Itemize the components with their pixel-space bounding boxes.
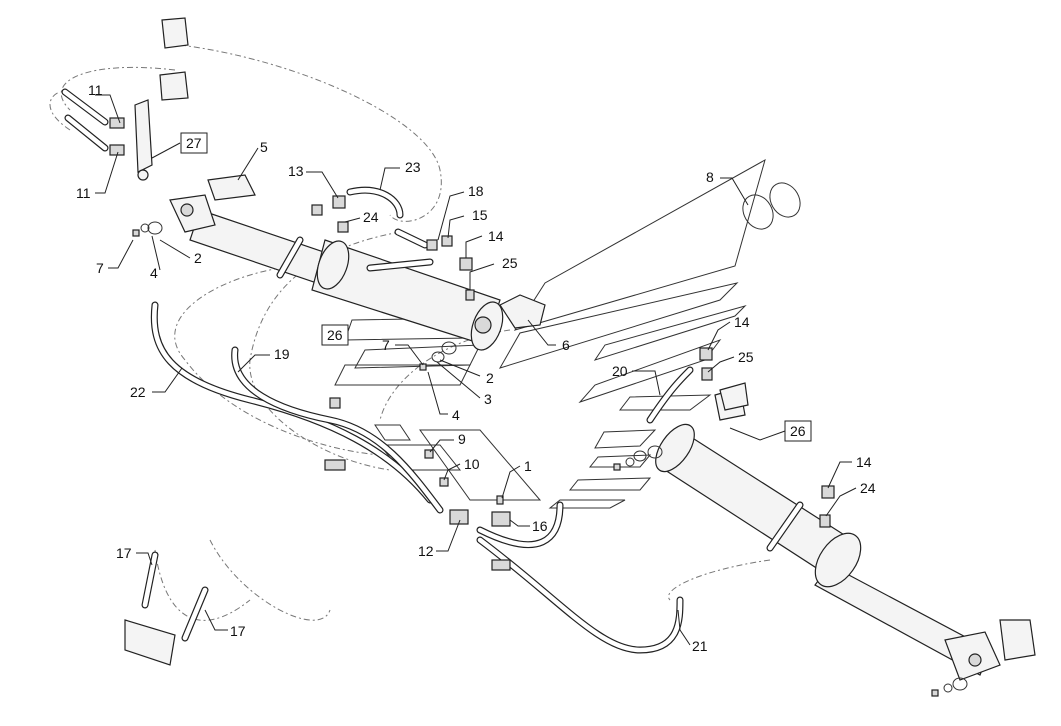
callout-7: 7 xyxy=(382,337,390,353)
lower-hydraulic-cylinder xyxy=(655,387,1036,681)
hydraulic-hoses xyxy=(61,88,804,654)
callout-13: 13 xyxy=(288,163,304,179)
callout-9: 9 xyxy=(458,431,466,447)
callout-14: 14 xyxy=(734,314,750,330)
callout-24: 24 xyxy=(860,480,876,496)
callout-14: 14 xyxy=(488,228,504,244)
callout-18: 18 xyxy=(468,183,484,199)
callout-10: 10 xyxy=(464,456,480,472)
callout-8: 8 xyxy=(706,169,714,185)
callout-20: 20 xyxy=(612,363,628,379)
callout-labels: 11 11 27 5 13 23 18 15 24 14 25 8 7 4 2 … xyxy=(76,82,876,654)
callout-19: 19 xyxy=(274,346,290,362)
callout-27: 27 xyxy=(186,135,202,151)
small-components xyxy=(109,17,968,697)
callout-26: 26 xyxy=(327,327,343,343)
callout-11: 11 xyxy=(88,82,103,98)
callout-box-26 xyxy=(321,324,349,346)
callout-22: 22 xyxy=(130,384,146,400)
upper-hydraulic-cylinder xyxy=(169,174,546,351)
callout-4: 4 xyxy=(452,407,460,423)
callout-2: 2 xyxy=(194,250,202,266)
callout-12: 12 xyxy=(418,543,434,559)
callout-2: 2 xyxy=(486,370,494,386)
callout-17: 17 xyxy=(116,545,132,561)
callout-16: 16 xyxy=(532,518,548,534)
callout-15: 15 xyxy=(472,207,488,223)
callout-6: 6 xyxy=(562,337,570,353)
callout-4: 4 xyxy=(150,265,158,281)
callout-3: 3 xyxy=(484,391,492,407)
callout-box-27 xyxy=(180,132,208,154)
callout-23: 23 xyxy=(405,159,421,175)
callout-26: 26 xyxy=(790,423,806,439)
leader-lines xyxy=(95,94,857,646)
callout-7: 7 xyxy=(96,260,104,276)
callout-21: 21 xyxy=(692,638,708,654)
callout-25: 25 xyxy=(738,349,754,365)
callout-11: 11 xyxy=(76,185,91,201)
callout-14: 14 xyxy=(856,454,872,470)
callout-5: 5 xyxy=(260,139,268,155)
callout-24: 24 xyxy=(363,209,379,225)
callout-box-26 xyxy=(784,420,812,442)
callout-1: 1 xyxy=(524,458,532,474)
callout-25: 25 xyxy=(502,255,518,271)
callout-17: 17 xyxy=(230,623,246,639)
